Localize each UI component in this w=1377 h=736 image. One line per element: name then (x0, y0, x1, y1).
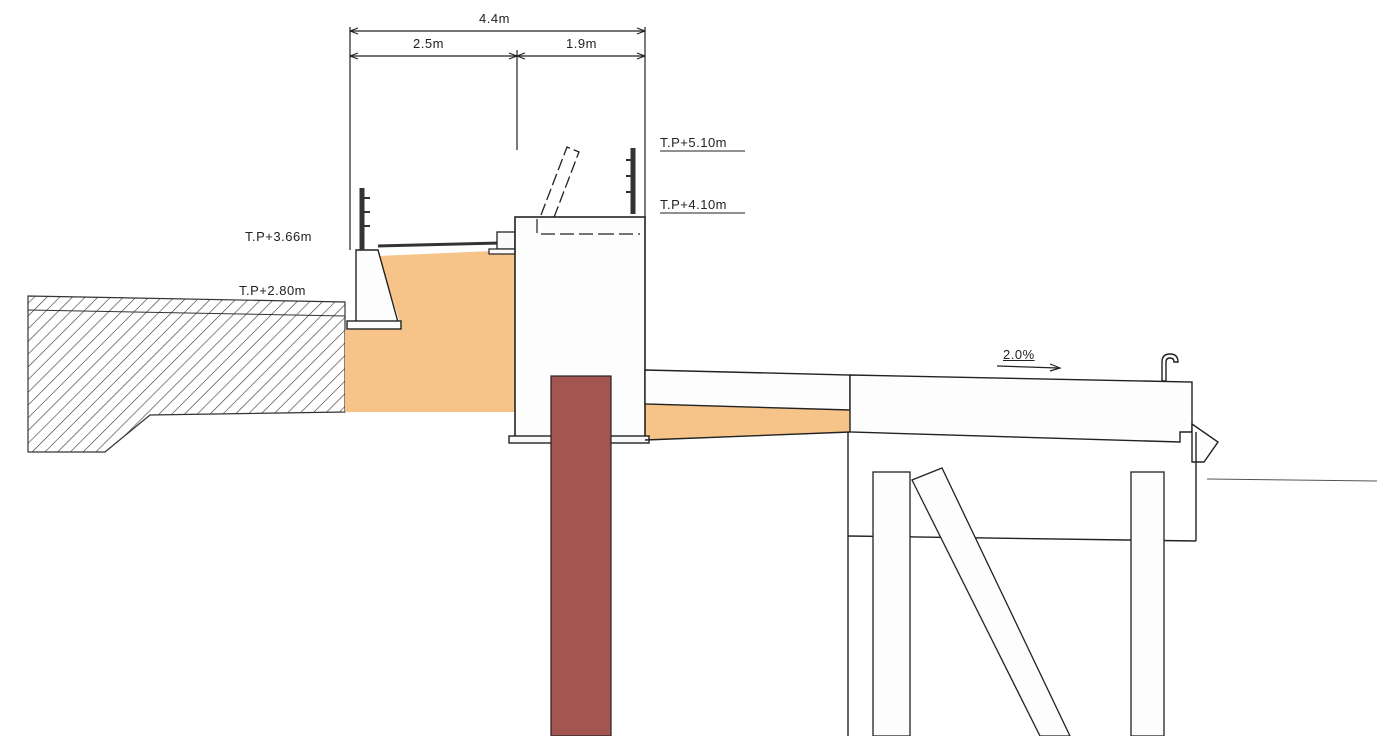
deck-slab-inner (644, 369, 851, 411)
level-280-label: T.P+2.80m (239, 283, 307, 298)
embankment-hatch (27, 295, 346, 453)
dim-left-label: 2.5m (413, 36, 444, 51)
dim-total-label: 4.4m (479, 11, 510, 26)
deck-slab-outer (849, 374, 1193, 443)
walkway-pavement (377, 241, 501, 248)
pier-pile-raking (911, 467, 1071, 736)
level-510-label: T.P+5.10m (660, 135, 728, 150)
slope-arrow (996, 365, 1059, 369)
pier-pile-right (1130, 471, 1165, 736)
curb-block (496, 231, 516, 250)
dimension-lines (349, 27, 646, 250)
dim-right-label: 1.9m (566, 36, 597, 51)
water-level-line (1206, 478, 1377, 482)
small-wall-footing (346, 320, 402, 330)
level-366-label: T.P+3.66m (245, 229, 313, 244)
level-410-label: T.P+4.10m (660, 197, 728, 212)
soil-fill-upper (345, 250, 515, 412)
soil-fill-lower (645, 404, 850, 440)
pier-pile-left (872, 471, 911, 736)
fender (1191, 422, 1219, 463)
bollard (1161, 353, 1179, 382)
embankment-line (27, 309, 346, 317)
flap-gate-open (540, 146, 580, 221)
slope-label: 2.0% (1003, 347, 1035, 362)
steel-pile (550, 375, 612, 736)
